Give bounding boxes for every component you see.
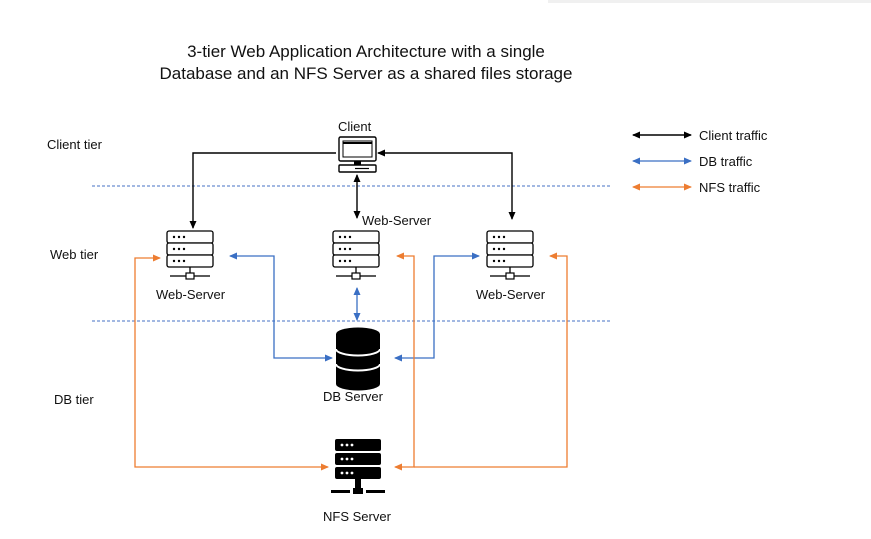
db-tier-label: DB tier [54,392,94,407]
title-line-1: 3-tier Web Application Architecture with… [187,42,545,61]
client-label: Client [338,119,372,134]
client-to-web-right-connector [377,149,516,220]
legend [632,131,692,191]
top-window-edge [548,0,871,3]
web-right-to-nfs-connector [414,252,568,468]
legend-nfs-traffic-label: NFS traffic [699,180,761,195]
nfs-server-label: NFS Server [323,509,391,524]
legend-db-traffic-label: DB traffic [699,154,753,169]
title-line-2: Database and an NFS Server as a shared f… [159,64,573,83]
database-icon [335,327,381,391]
web-right-to-db-connector [394,252,480,362]
web-server-center-icon [332,230,380,280]
web-left-to-db-connector [229,252,333,362]
client-traffic-connectors [189,149,516,229]
web-left-to-nfs-connector [134,254,329,471]
web-server-left-icon [166,230,214,280]
db-server-label: DB Server [323,389,383,404]
web-center-to-nfs-connector [394,252,415,471]
legend-client-traffic-label: Client traffic [699,128,768,143]
web-tier-label: Web tier [50,247,99,262]
client-to-web-left-connector [189,152,336,229]
client-computer-icon [338,136,377,173]
web-server-right-label: Web-Server [476,287,546,302]
nfs-server-icon [331,439,385,494]
web-server-right-icon [486,230,534,280]
nfs-traffic-connectors [134,252,568,471]
client-tier-label: Client tier [47,137,102,152]
diagram-title: 3-tier Web Application Architecture with… [0,41,732,85]
